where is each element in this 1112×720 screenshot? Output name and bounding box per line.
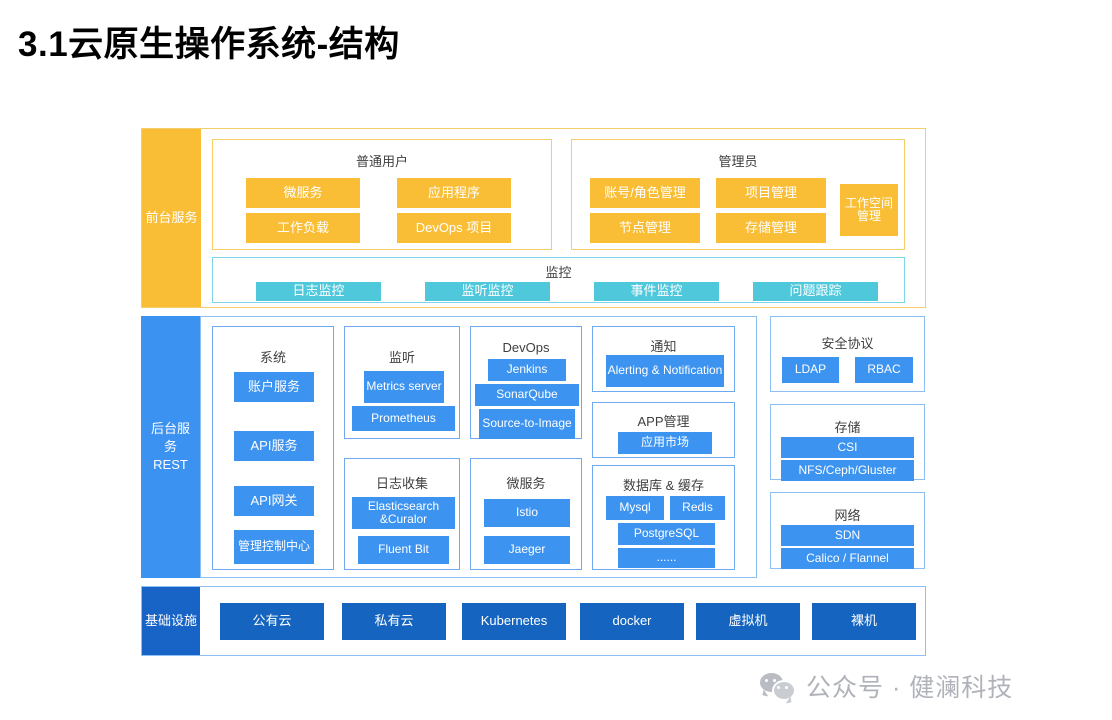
footer-text: 公众号 · 健澜科技 [806, 674, 1014, 702]
group-title-devops: DevOps [502, 340, 550, 355]
group-title-notification: 通知 [650, 339, 677, 354]
chip-sdn[interactable]: SDN [781, 525, 914, 546]
chip-docker[interactable]: docker [580, 603, 684, 640]
chip-management-console[interactable]: 管理控制中心 [234, 530, 314, 564]
backend-sidebar-line2: 务 [163, 439, 177, 454]
group-title-app-management: APP管理 [637, 414, 690, 429]
chip-csi[interactable]: CSI [781, 437, 914, 458]
group-storage: 存储 CSI NFS/Ceph/Gluster [770, 404, 925, 481]
chip-istio[interactable]: Istio [484, 499, 570, 527]
chip-workload[interactable]: 工作负载 [246, 213, 360, 243]
chip-devops-project[interactable]: DevOps 项目 [397, 213, 511, 243]
chip-kubernetes[interactable]: Kubernetes [462, 603, 566, 640]
backend-content: 系统 账户服务 API服务 API网关 管理控制中心 监听 Metrics se… [200, 316, 926, 578]
chip-node-management[interactable]: 节点管理 [590, 213, 700, 243]
infrastructure-sidebar-label: 基础设施 [142, 587, 200, 655]
chip-ldap[interactable]: LDAP [782, 357, 839, 383]
infrastructure-band: 基础设施 公有云 私有云 Kubernetes docker 虚拟机 裸机 [141, 586, 926, 656]
group-system: 系统 账户服务 API服务 API网关 管理控制中心 [212, 326, 334, 570]
group-title-system: 系统 [259, 350, 286, 365]
chip-log-monitoring[interactable]: 日志监控 [256, 282, 381, 301]
infrastructure-content: 公有云 私有云 Kubernetes docker 虚拟机 裸机 [201, 587, 925, 655]
group-title-monitoring: 监控 [545, 265, 572, 280]
frontend-band: 前台服务 普通用户 微服务 应用程序 工作负载 DevOps 项目 管理员 账号… [141, 128, 926, 308]
chip-jenkins[interactable]: Jenkins [488, 359, 566, 381]
chip-alerting-notification[interactable]: Alerting & Notification [606, 355, 724, 387]
backend-sidebar-label: 后台服 务 REST [141, 316, 200, 578]
backend-sidebar-line1: 后台服 [150, 421, 190, 436]
chip-source-to-image[interactable]: Source-to-Image [479, 409, 575, 439]
chip-sonarqube[interactable]: SonarQube [475, 384, 579, 406]
group-title-normal-user: 普通用户 [355, 154, 408, 169]
chip-account-service[interactable]: 账户服务 [234, 372, 314, 402]
group-administrator: 管理员 账号/角色管理 项目管理 工作空间管理 节点管理 存储管理 [571, 139, 905, 250]
wechat-icon [760, 673, 796, 701]
architecture-diagram: 前台服务 普通用户 微服务 应用程序 工作负载 DevOps 项目 管理员 账号… [141, 128, 926, 656]
chip-metrics-server[interactable]: Metrics server [364, 371, 444, 403]
backend-sidebar-line3: REST [153, 457, 188, 472]
chip-api-service[interactable]: API服务 [234, 431, 314, 461]
group-app-management: APP管理 应用市场 [592, 402, 735, 458]
group-log-collection: 日志收集 Elasticsearch &Curalor Fluent Bit [344, 458, 460, 570]
chip-rbac[interactable]: RBAC [855, 357, 913, 383]
group-monitoring: 监控 日志监控 监听监控 事件监控 问题跟踪 [212, 257, 905, 303]
chip-calico-flannel[interactable]: Calico / Flannel [781, 548, 914, 569]
group-notification: 通知 Alerting & Notification [592, 326, 735, 392]
chip-virtual-machine[interactable]: 虚拟机 [696, 603, 800, 640]
group-listening: 监听 Metrics server Prometheus [344, 326, 460, 439]
chip-event-monitoring[interactable]: 事件监控 [594, 282, 719, 301]
chip-microservice[interactable]: 微服务 [246, 178, 360, 208]
chip-database-more[interactable]: ...... [618, 548, 715, 568]
chip-elasticsearch-curalor[interactable]: Elasticsearch &Curalor [352, 497, 455, 529]
chip-account-role-management[interactable]: 账号/角色管理 [590, 178, 700, 208]
chip-jaeger[interactable]: Jaeger [484, 536, 570, 564]
footer: 公众号 · 健澜科技 [760, 668, 1013, 704]
group-devops: DevOps Jenkins SonarQube Source-to-Image [470, 326, 582, 439]
group-security-protocol: 安全协议 LDAP RBAC [770, 316, 925, 392]
chip-redis[interactable]: Redis [670, 496, 725, 520]
frontend-sidebar-label: 前台服务 [142, 129, 201, 307]
group-title-storage: 存储 [834, 420, 861, 435]
group-database-cache: 数据库 & 缓存 Mysql Redis PostgreSQL ...... [592, 465, 735, 570]
chip-app-marketplace[interactable]: 应用市场 [618, 432, 712, 454]
group-title-database-cache: 数据库 & 缓存 [623, 478, 704, 493]
group-title-listening: 监听 [388, 350, 415, 365]
backend-band: 后台服 务 REST 系统 账户服务 API服务 API网关 管理控制中心 监听… [141, 316, 926, 578]
chip-application[interactable]: 应用程序 [397, 178, 511, 208]
chip-storage-management[interactable]: 存储管理 [716, 213, 826, 243]
group-normal-user: 普通用户 微服务 应用程序 工作负载 DevOps 项目 [212, 139, 552, 250]
page-title: 3.1云原生操作系统-结构 [18, 25, 400, 64]
backend-main-card: 系统 账户服务 API服务 API网关 管理控制中心 监听 Metrics se… [200, 316, 757, 578]
chip-api-gateway[interactable]: API网关 [234, 486, 314, 516]
chip-nfs-ceph-gluster[interactable]: NFS/Ceph/Gluster [781, 460, 914, 481]
chip-project-management[interactable]: 项目管理 [716, 178, 826, 208]
frontend-content: 普通用户 微服务 应用程序 工作负载 DevOps 项目 管理员 账号/角色管理… [201, 129, 925, 307]
chip-issue-tracking[interactable]: 问题跟踪 [753, 282, 878, 301]
chip-workspace-management[interactable]: 工作空间管理 [840, 184, 898, 236]
group-microservice: 微服务 Istio Jaeger [470, 458, 582, 570]
chip-private-cloud[interactable]: 私有云 [342, 603, 446, 640]
chip-public-cloud[interactable]: 公有云 [220, 603, 324, 640]
group-network: 网络 SDN Calico / Flannel [770, 492, 925, 569]
group-title-security-protocol: 安全协议 [821, 336, 874, 351]
group-title-administrator: 管理员 [718, 154, 758, 169]
group-title-network: 网络 [834, 508, 861, 523]
group-title-log-collection: 日志收集 [375, 476, 428, 491]
group-title-microservice: 微服务 [506, 476, 546, 491]
chip-listen-monitoring[interactable]: 监听监控 [425, 282, 550, 301]
chip-fluent-bit[interactable]: Fluent Bit [358, 536, 449, 564]
chip-bare-metal[interactable]: 裸机 [812, 603, 916, 640]
chip-postgresql[interactable]: PostgreSQL [618, 523, 715, 545]
chip-mysql[interactable]: Mysql [606, 496, 664, 520]
chip-prometheus[interactable]: Prometheus [352, 406, 455, 431]
